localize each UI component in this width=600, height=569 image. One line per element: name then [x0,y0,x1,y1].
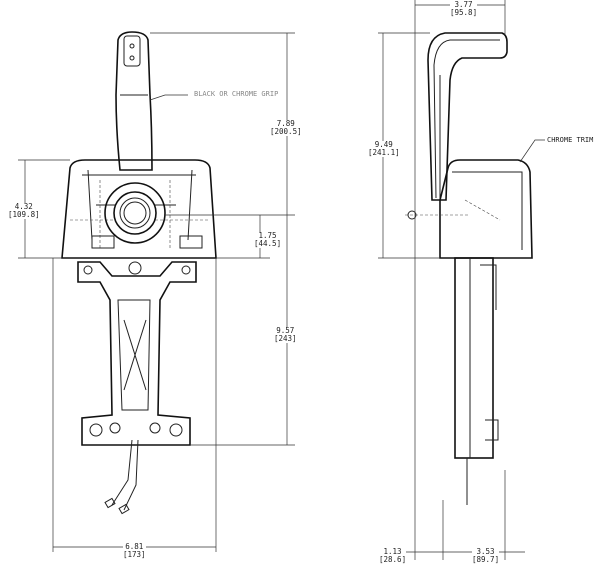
dim-value-in: 7.89 [276,119,295,128]
dim-side-top-width: 3.77[95.8] [450,0,478,17]
dim-value-in: 3.53 [476,547,495,556]
dim-value-in: 9.57 [276,326,295,335]
dim-value-mm: [89.7] [472,555,500,564]
dim-value-mm: [44.5] [254,239,282,248]
dim-value-in: 1.75 [258,231,277,240]
dim-value-in: 4.32 [14,202,33,211]
trim-callout: CHROME TRIM [547,136,594,144]
dim-side-depth: 3.53[89.7] [472,547,500,564]
dim-front-hub-height: 1.75[44.5] [254,231,282,248]
front-view [61,31,217,515]
dim-value-mm: [243] [274,334,297,343]
dim-front-total-height: 7.89[200.5] [270,120,302,136]
dim-value-mm: [241.1] [368,148,400,157]
dim-value-mm: [173] [123,550,146,559]
dim-side-total-height: 9.49[241.1] [368,141,400,157]
dim-value-in: 9.49 [374,140,393,149]
dim-value-mm: [28.6] [379,555,407,564]
side-dimension-lines [378,0,545,560]
dim-value-mm: [200.5] [270,127,302,136]
front-dimension-lines [18,32,295,552]
dim-value-mm: [109.8] [8,210,40,219]
dim-value-in: 6.81 [125,542,144,551]
grip-callout: BLACK OR CHROME GRIP [194,90,279,98]
dim-front-housing-height: 4.32[109.8] [8,203,40,219]
dim-front-width: 6.81[173] [123,543,146,559]
dim-value-in: 3.77 [454,0,473,9]
dim-front-below-hub: 9.57[243] [274,327,297,343]
side-view [405,32,533,505]
dim-side-offset: 1.13[28.6] [379,547,407,564]
dim-value-in: 1.13 [383,547,402,556]
dim-value-mm: [95.8] [450,8,478,17]
